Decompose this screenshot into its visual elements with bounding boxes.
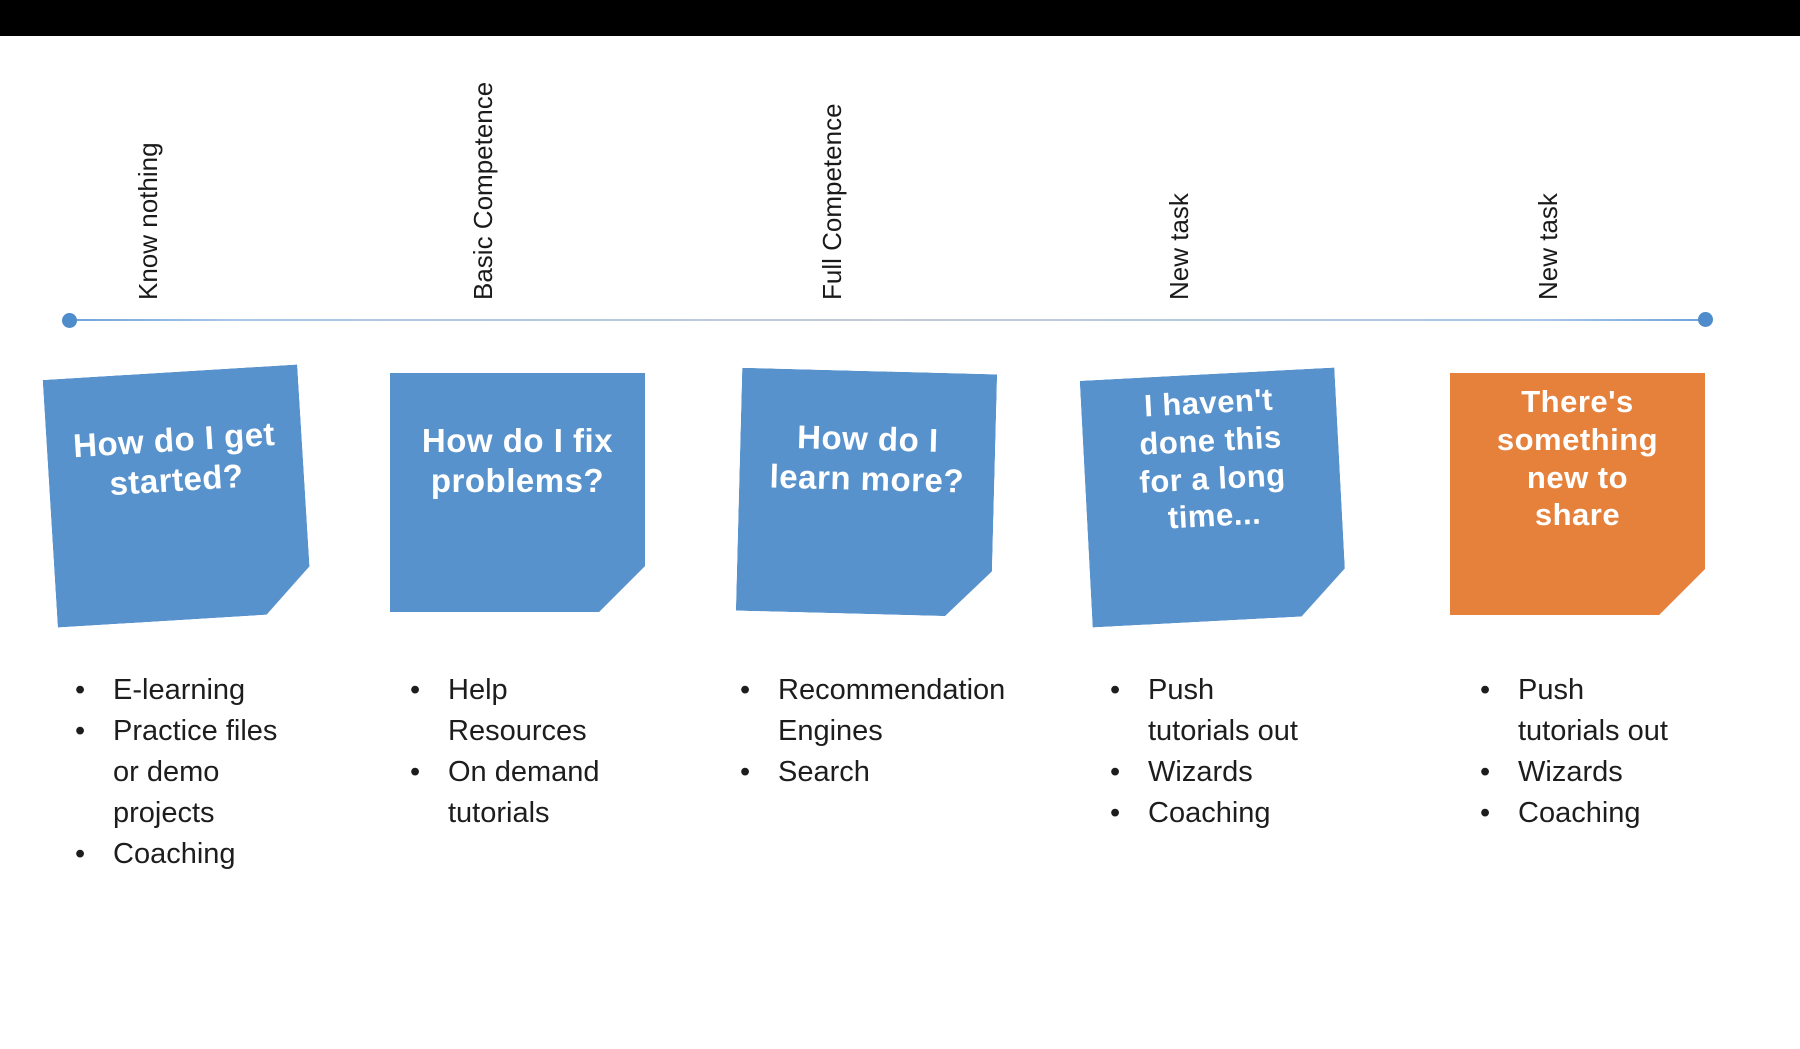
bullet-list-3: Recommendation Engines Search [738, 670, 1033, 793]
list-item: Wizards [1108, 752, 1320, 793]
list-item: Wizards [1478, 752, 1690, 793]
note-text: I haven't done this for a long time... [1138, 381, 1287, 536]
list-item: Search [738, 752, 1033, 793]
folded-corner-icon [599, 566, 645, 612]
timeline [69, 319, 1705, 321]
list-item: Push tutorials out [1108, 670, 1320, 752]
letterbox-top [0, 0, 1800, 36]
sticky-note-3: How do I learn more? [736, 368, 997, 618]
list-item: Recommendation Engines [738, 670, 1033, 752]
sticky-note-1: How do I get started? [43, 364, 313, 627]
sticky-note-5: There's something new to share [1450, 373, 1705, 615]
sticky-note-2: How do I fix problems? [390, 373, 645, 612]
stage-label-know-nothing: Know nothing [133, 142, 163, 300]
note-text: There's something new to share [1496, 384, 1659, 533]
list-item: Coaching [1478, 793, 1690, 834]
bullet-list-4: Push tutorials out Wizards Coaching [1108, 670, 1320, 834]
stage-label-new-task-2: New task [1533, 193, 1563, 300]
list-item: Coaching [73, 834, 298, 875]
list-item: Coaching [1108, 793, 1320, 834]
note-text: How do I fix problems? [421, 422, 614, 500]
list-item: Push tutorials out [1478, 670, 1690, 752]
sticky-note-4: I haven't done this for a long time... [1080, 367, 1348, 627]
folded-corner-icon [264, 566, 313, 615]
bullet-list-1: E-learning Practice files or demo projec… [73, 670, 298, 875]
bullet-list-2: Help Resources On demand tutorials [408, 670, 618, 834]
list-item: Practice files or demo projects [73, 711, 298, 834]
list-item: Help Resources [408, 670, 618, 752]
folded-corner-icon [945, 570, 992, 617]
folded-corner-icon [1299, 568, 1347, 616]
bullet-list-5: Push tutorials out Wizards Coaching [1478, 670, 1690, 834]
stage-label-basic-competence: Basic Competence [468, 81, 498, 300]
stage-label-full-competence: Full Competence [817, 103, 847, 300]
note-text: How do I get started? [72, 414, 277, 503]
stage-label-new-task-1: New task [1164, 193, 1194, 300]
list-item: On demand tutorials [408, 752, 618, 834]
folded-corner-icon [1659, 569, 1705, 615]
timeline-dot-left [62, 313, 77, 328]
timeline-dot-right [1698, 312, 1713, 327]
list-item: E-learning [73, 670, 298, 711]
note-text: How do I learn more? [769, 418, 965, 500]
